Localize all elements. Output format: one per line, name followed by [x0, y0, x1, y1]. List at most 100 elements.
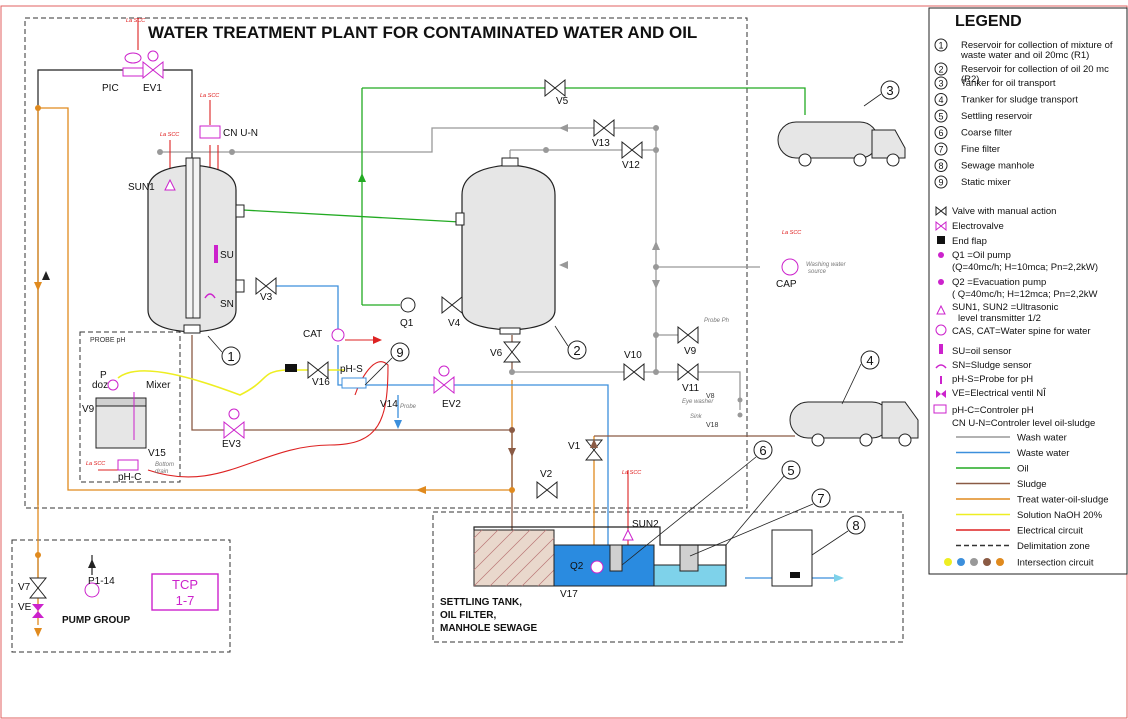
legend-number-circle — [934, 109, 948, 123]
label-bottom-drain-2: drain — [155, 469, 169, 475]
legend-cas: CAS, CAT=Water spine for water — [952, 326, 1091, 337]
label-v4: V4 — [448, 318, 461, 329]
label-sun1: SUN1 — [128, 182, 155, 193]
probe-ph-zone — [79, 331, 181, 483]
pump-group-zone — [11, 539, 231, 653]
label-sn: SN — [220, 299, 234, 310]
legend-number: 6 — [938, 128, 943, 138]
legend-entry-line1: Settling reservoir — [961, 111, 1032, 122]
supply-pipes — [37, 69, 193, 590]
callout-8: 8 — [852, 518, 859, 533]
label-probe: Probe — [400, 404, 417, 410]
electrovalve-ev2 — [433, 375, 455, 395]
label-v17: V17 — [560, 589, 578, 600]
legend-q1-line1: Q1 =Oil pump — [952, 250, 1011, 261]
label-la-scc-2: La SCC — [200, 93, 219, 99]
label-v11: V11 — [682, 383, 699, 394]
label-eye-washer: Eye washer — [682, 399, 714, 405]
legend-number: 1 — [938, 41, 943, 51]
legend-electrovalve: Electrovalve — [952, 221, 1004, 232]
legend-entry-line1: Sewage manhole — [961, 161, 1034, 172]
pump-q1 — [400, 297, 416, 313]
label-pump-group: PUMP GROUP — [62, 615, 130, 626]
label-la-scc-4: La SCC — [782, 230, 801, 236]
legend-number-circle — [934, 38, 948, 52]
legend-q2-line1: Q2 =Evacuation pump — [952, 277, 1046, 288]
label-v18: V18 — [706, 422, 719, 429]
label-v7: V7 — [18, 582, 31, 593]
legend-number: 9 — [938, 178, 943, 188]
valve-v13 — [593, 118, 615, 138]
sun1-sensor — [164, 178, 176, 191]
legend-line-label: Waste water — [1017, 448, 1069, 459]
numbered-callouts — [221, 80, 900, 535]
callout-5: 5 — [787, 463, 794, 478]
label-v15: V15 — [148, 448, 166, 459]
label-v6: V6 — [490, 348, 503, 359]
valve-v6 — [502, 341, 522, 363]
legend-entry-line1: Coarse filter — [961, 128, 1012, 139]
label-la-scc-1: La SCC — [126, 18, 145, 24]
legend-entry-line1: Tanker for oil transport — [961, 78, 1056, 89]
legend-number-circle — [934, 76, 948, 90]
legend-entry-line1: Reservoir for collection of oil 20 mc — [961, 64, 1109, 75]
probe-ph-unit — [95, 379, 147, 471]
legend-number: 3 — [938, 79, 943, 89]
pic-gauge — [124, 52, 142, 64]
label-settling-2: OIL FILTER, — [440, 610, 497, 621]
settling-zone — [432, 511, 904, 643]
main-zone — [24, 17, 748, 509]
reservoir-r1 — [147, 157, 245, 334]
valve-v12 — [621, 140, 643, 160]
legend-valve-manual: Valve with manual action — [952, 206, 1056, 217]
label-v1: V1 — [568, 441, 581, 452]
cnun-box — [199, 125, 221, 139]
intersection-dots — [35, 105, 743, 558]
callout-9: 9 — [396, 345, 403, 360]
legend-number-circle — [934, 62, 948, 76]
pic-box — [122, 67, 144, 77]
reservoir-r2 — [455, 157, 556, 335]
label-la-scc-6: La SCC — [622, 470, 641, 476]
valve-v3 — [255, 276, 277, 296]
callout-7: 7 — [817, 491, 824, 506]
pump-p114 — [84, 582, 100, 598]
label-v8: V8 — [706, 393, 715, 400]
legend-line-label: Delimitation zone — [1017, 541, 1090, 552]
label-p114: P1-14 — [88, 576, 115, 587]
legend-number: 7 — [938, 145, 943, 155]
label-washing-2: source — [808, 269, 827, 275]
label-la-scc-3: La SCC — [160, 132, 179, 138]
label-sun2: SUN2 — [632, 519, 659, 530]
label-probe-ph: Probe Ph — [704, 318, 730, 324]
label-su: SU — [220, 250, 234, 261]
legend-line-label: Sludge — [1017, 479, 1047, 490]
callout-leaders — [207, 93, 882, 566]
legend-number: 4 — [938, 95, 943, 105]
flow-arrows — [34, 124, 844, 637]
oil-pipes — [242, 87, 806, 306]
diagram-labels: PIC EV1 CN U-N SUN1 SU SN V3 V5 V13 V12 … — [18, 18, 847, 634]
label-v13: V13 — [592, 138, 610, 149]
legend-number-circle — [934, 142, 948, 156]
callout-6: 6 — [759, 443, 766, 458]
legend-entry-line2: waste water and oil 20mc (R1) — [960, 50, 1089, 61]
sludge-tanker-truck — [789, 401, 919, 447]
label-ev3: EV3 — [222, 439, 241, 450]
legend-entry-line1: Reservoir for collection of mixture of — [961, 40, 1113, 51]
water-spine-cap — [781, 258, 799, 276]
electrovalve-ev3 — [223, 420, 245, 440]
valve-v16 — [307, 360, 329, 380]
end-flap — [285, 364, 297, 372]
label-bottom-drain-1: Bottom — [155, 462, 174, 468]
legend-intersection-dot — [970, 558, 978, 566]
callout-1: 1 — [227, 349, 234, 364]
label-la-scc-5: La SCC — [86, 461, 105, 467]
legend-end-flap: End flap — [952, 236, 987, 247]
legend-numbered-list: 1 Reservoir for collection of mixture ofw… — [934, 38, 1113, 189]
legend-line-label: Wash water — [1017, 433, 1067, 444]
label-washing-1: Washing water — [806, 262, 847, 268]
legend-line-label: Treat water-oil-sludge — [1017, 495, 1109, 506]
tcp-label: TCP — [172, 577, 198, 592]
